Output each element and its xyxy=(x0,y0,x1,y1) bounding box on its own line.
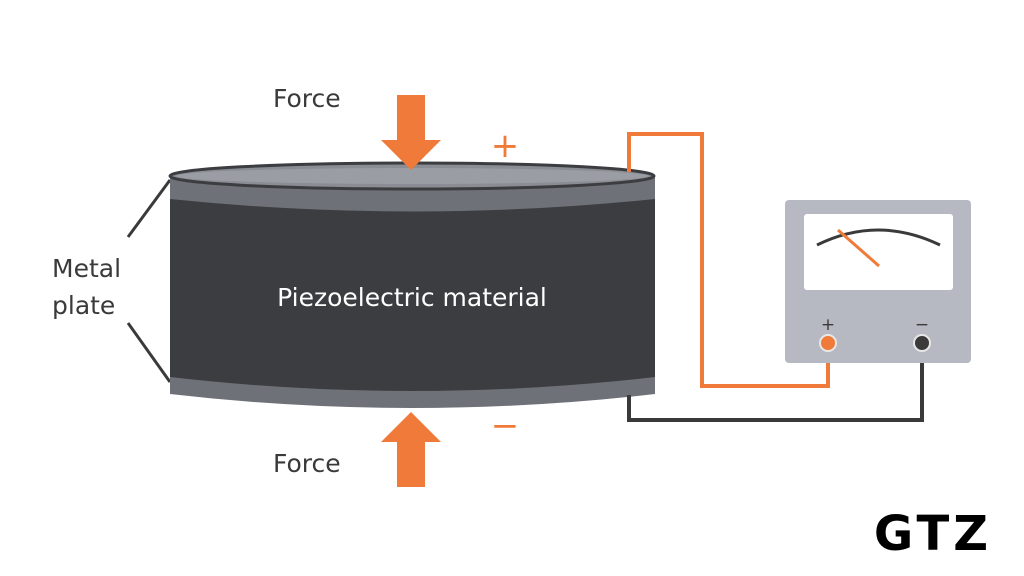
metal-plate-bottom xyxy=(170,377,655,408)
piezo-body xyxy=(170,167,655,406)
metal-plate-top xyxy=(170,177,655,212)
voltmeter-display xyxy=(804,214,953,290)
metal-plate-label-line2: plate xyxy=(52,291,115,320)
positive-wire xyxy=(627,132,830,388)
force-arrow-top xyxy=(381,95,441,170)
leader-line-bottom xyxy=(126,322,172,383)
leader-line-top xyxy=(126,179,172,238)
metal-plate-top-inner xyxy=(176,168,648,184)
voltmeter-minus-label: − xyxy=(915,315,929,335)
plus-sign: + xyxy=(491,126,520,166)
voltmeter-negative-terminal xyxy=(913,334,931,352)
voltmeter-plus-label: + xyxy=(821,315,835,335)
metal-plate-label-line1: Metal xyxy=(52,254,121,283)
piezoelectric-material-label: Piezoelectric material xyxy=(277,283,547,312)
minus-sign: − xyxy=(491,406,520,446)
voltmeter-needle xyxy=(837,228,880,268)
negative-wire xyxy=(627,343,924,422)
force-label-top: Force xyxy=(273,84,341,113)
gtz-logo: GTZ xyxy=(874,506,992,562)
force-arrow-bottom xyxy=(381,412,441,487)
force-label-bottom: Force xyxy=(273,449,341,478)
voltmeter-scale xyxy=(816,228,941,247)
piezo-cylinder xyxy=(168,161,656,408)
voltmeter: + − xyxy=(785,200,971,363)
voltmeter-positive-terminal xyxy=(819,334,837,352)
